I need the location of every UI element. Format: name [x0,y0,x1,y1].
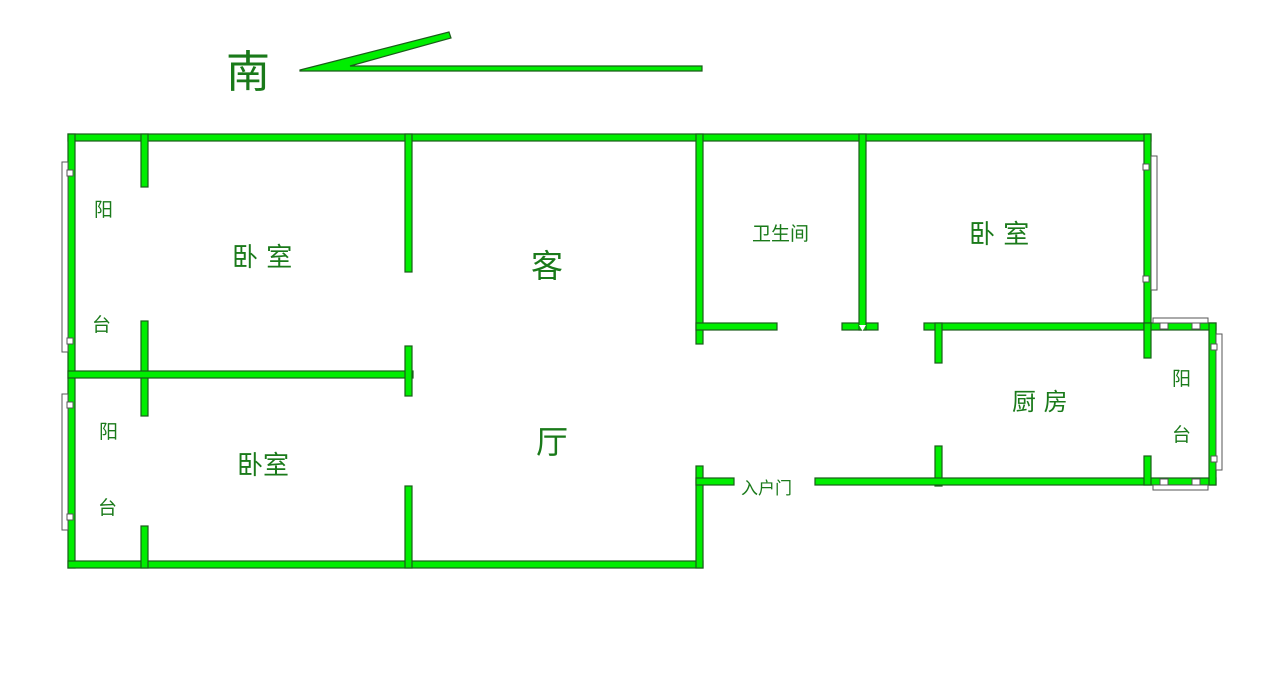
wall-left [67,133,76,569]
window-balcony-right-bottom [1152,484,1209,491]
window-bedroom-right [1150,155,1158,291]
room-label-bedroom-top-left: 卧 室 [232,243,292,273]
wall-balcony-bottom [140,525,149,569]
wall-balcony-top-upper [140,133,149,188]
balcony-left-bottom-char-2: 台 [98,497,117,519]
wall-kitchen-balcony-upper [1143,322,1152,359]
room-label-bedroom-right: 卧 室 [969,220,1029,250]
wall-kitchen-balcony-lower [1143,455,1152,486]
room-label-living-top: 客 [531,247,563,285]
balcony-left-top-char-1: 阳 [94,199,113,221]
room-label-living-bottom: 厅 [536,423,568,461]
entrance-label: 入户门 [741,479,792,499]
wall-top [67,133,1152,142]
wall-kitchen-bottom [814,477,1217,486]
wall-kitchen-top [1143,322,1217,331]
wall-kitchen-left-stub-bottom [934,445,943,487]
wall-bedroom-kitchen [923,322,1152,331]
wall-bathroom-bottom-left [695,322,778,331]
walls [67,133,1217,569]
wall-bathroom-right [858,133,867,331]
room-label-bathroom: 卫生间 [752,223,809,245]
compass-label: 南 [226,47,270,98]
wall-living-right-upper [695,133,704,345]
balcony-left-top-char-2: 台 [92,314,111,336]
window-balcony-right-top [1152,317,1209,324]
room-label-bedroom-bottom-left: 卧室 [237,451,289,481]
south-arrow-icon [299,31,703,72]
wall-bedroom-living-lower [404,485,413,569]
window-left-bottom [61,393,69,531]
wall-bedroom-living-upper [404,133,413,273]
wall-bedroom-right-outer [1143,133,1152,331]
window-balcony-right-side [1215,333,1223,471]
balcony-right-char-1: 阳 [1172,368,1191,390]
balcony-left-bottom-char-1: 阳 [99,421,118,443]
wall-bedrooms-divider [67,370,414,379]
wall-bottom [67,560,704,569]
window-left-top [61,161,69,353]
wall-kitchen-left-stub-top [934,322,943,364]
balcony-right-char-2: 台 [1172,424,1191,446]
wall-balcony-top-lower [140,320,149,417]
wall-entrance-stub [695,477,735,486]
wall-bedroom-living-middle [404,345,413,397]
door-marker-icon [859,325,866,331]
room-label-kitchen: 厨 房 [1012,388,1068,416]
wall-living-right-lower [695,465,704,569]
windows [61,155,1223,531]
